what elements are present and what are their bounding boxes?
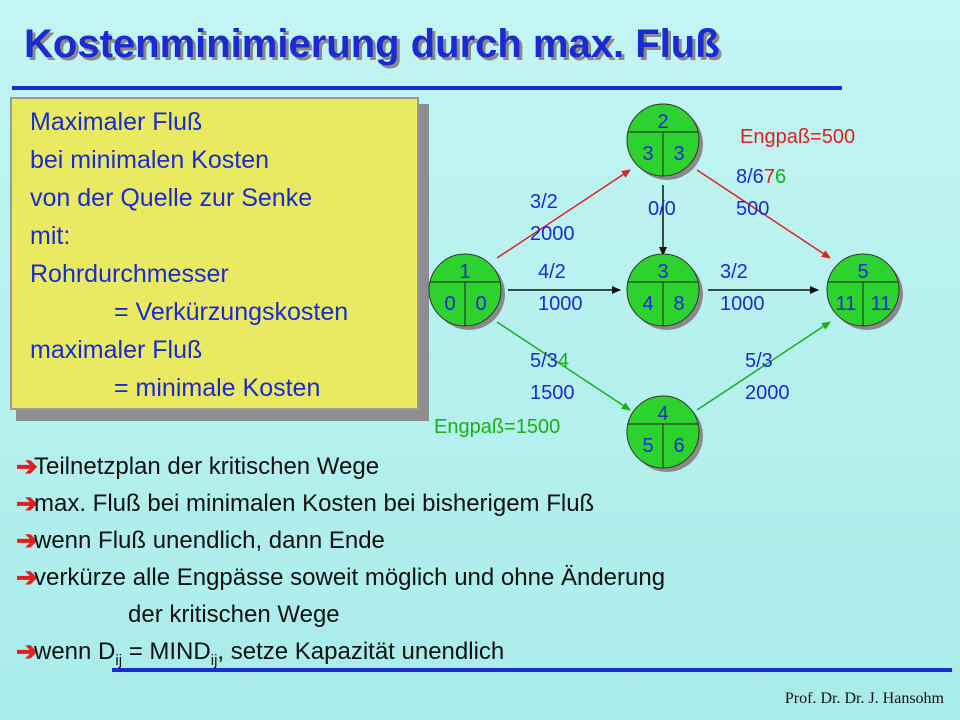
edge-2-5-label-a: 8/6	[736, 166, 764, 188]
node-latest: 3	[673, 143, 684, 165]
right-arrow-icon: ➔	[16, 562, 38, 592]
node-id: 1	[459, 261, 470, 283]
edge-2-5-label-c: 6	[775, 166, 786, 188]
edge-3-5-label: 3/2	[720, 261, 748, 283]
title-underline	[12, 86, 842, 90]
node-id: 3	[657, 261, 668, 283]
node-earliest: 5	[642, 435, 653, 457]
edge-1-2-label: 3/2	[530, 191, 558, 213]
edge-2-5	[696, 169, 831, 259]
bullet-text: max. Fluß bei minimalen Kosten bei bishe…	[34, 490, 595, 517]
bottom-rule	[112, 668, 952, 672]
bullet-text-part: wenn D	[34, 638, 116, 665]
node-latest: 6	[673, 435, 684, 457]
node-latest: 0	[475, 293, 486, 315]
info-line: mit:	[30, 222, 71, 250]
edge-2-5-cost: 500	[736, 198, 769, 220]
edge-1-3-label: 4/2	[538, 261, 566, 283]
node-earliest: 4	[642, 293, 653, 315]
node-3: 3 4 8	[626, 253, 703, 330]
bullet-text: wenn Fluß unendlich, dann Ende	[34, 527, 385, 554]
node-4: 4 5 6	[626, 395, 703, 472]
bullet-text: der kritischen Wege	[128, 601, 340, 628]
edge-1-4-cost: 1500	[530, 382, 575, 404]
info-line: = minimale Kosten	[114, 374, 321, 402]
edge-2-3-label: 0/0	[648, 198, 676, 220]
node-id: 2	[657, 111, 668, 133]
bullet-text-part: = MIND	[122, 638, 211, 665]
node-latest: 8	[673, 293, 684, 315]
info-line: von der Quelle zur Senke	[30, 184, 313, 212]
footer-author: Prof. Dr. Dr. J. Hansohm	[784, 690, 944, 707]
bullet-text: Teilnetzplan der kritischen Wege	[34, 453, 380, 480]
bullet-text: wenn Dij = MINDij, setze Kapazität unend…	[34, 633, 504, 679]
bullet-text-part: , setze Kapazität unendlich	[217, 638, 505, 665]
info-line: = Verkürzungskosten	[114, 298, 349, 326]
edge-2-5-label: 8/676	[736, 166, 786, 188]
node-5: 5 11 11	[826, 253, 903, 330]
edge-1-4-label: 5/34	[530, 350, 569, 372]
edge-1-2	[496, 169, 631, 259]
page-title: Kostenminimierung durch max. Fluß	[24, 22, 720, 66]
node-1: 1 0 0	[428, 253, 505, 330]
right-arrow-icon: ➔	[16, 451, 38, 481]
edge-1-2-cost: 2000	[530, 223, 575, 245]
info-line: Rohrdurchmesser	[30, 260, 229, 288]
node-latest: 11	[871, 293, 892, 315]
edge-1-3-cost: 1000	[538, 293, 583, 315]
right-arrow-icon: ➔	[16, 636, 38, 666]
subscript-ij: ij	[115, 651, 123, 669]
node-earliest: 11	[836, 293, 857, 315]
node-2: 2 3 3	[626, 103, 703, 180]
bottleneck-bottom-label: Engpaß=1500	[434, 416, 560, 438]
info-box: Maximaler Fluß bei minimalen Kosten von …	[10, 97, 419, 410]
edge-4-5-cost: 2000	[745, 382, 790, 404]
edge-1-4-label-a: 5/3	[530, 350, 558, 372]
node-earliest: 3	[642, 143, 653, 165]
title-shadow: Kostenminimierung durch max. Fluß	[27, 25, 723, 69]
edge-4-5-label: 5/3	[745, 350, 773, 372]
info-line: bei minimalen Kosten	[30, 146, 270, 174]
info-line: maximaler Fluß	[30, 336, 203, 364]
node-earliest: 0	[444, 293, 455, 315]
edge-4-5	[696, 321, 831, 411]
bottleneck-top-label: Engpaß=500	[740, 126, 855, 148]
edge-2-5-label-b: 7	[764, 166, 775, 188]
node-id: 4	[657, 403, 668, 425]
node-id: 5	[857, 261, 868, 283]
info-line: Maximaler Fluß	[30, 108, 203, 136]
edge-1-4-label-b: 4	[558, 350, 569, 372]
subscript-ij: ij	[210, 651, 218, 669]
right-arrow-icon: ➔	[16, 488, 38, 518]
edge-1-4	[496, 321, 631, 411]
edge-3-5-cost: 1000	[720, 293, 765, 315]
bullet-text: verkürze alle Engpässe soweit möglich un…	[34, 564, 666, 591]
right-arrow-icon: ➔	[16, 525, 38, 555]
